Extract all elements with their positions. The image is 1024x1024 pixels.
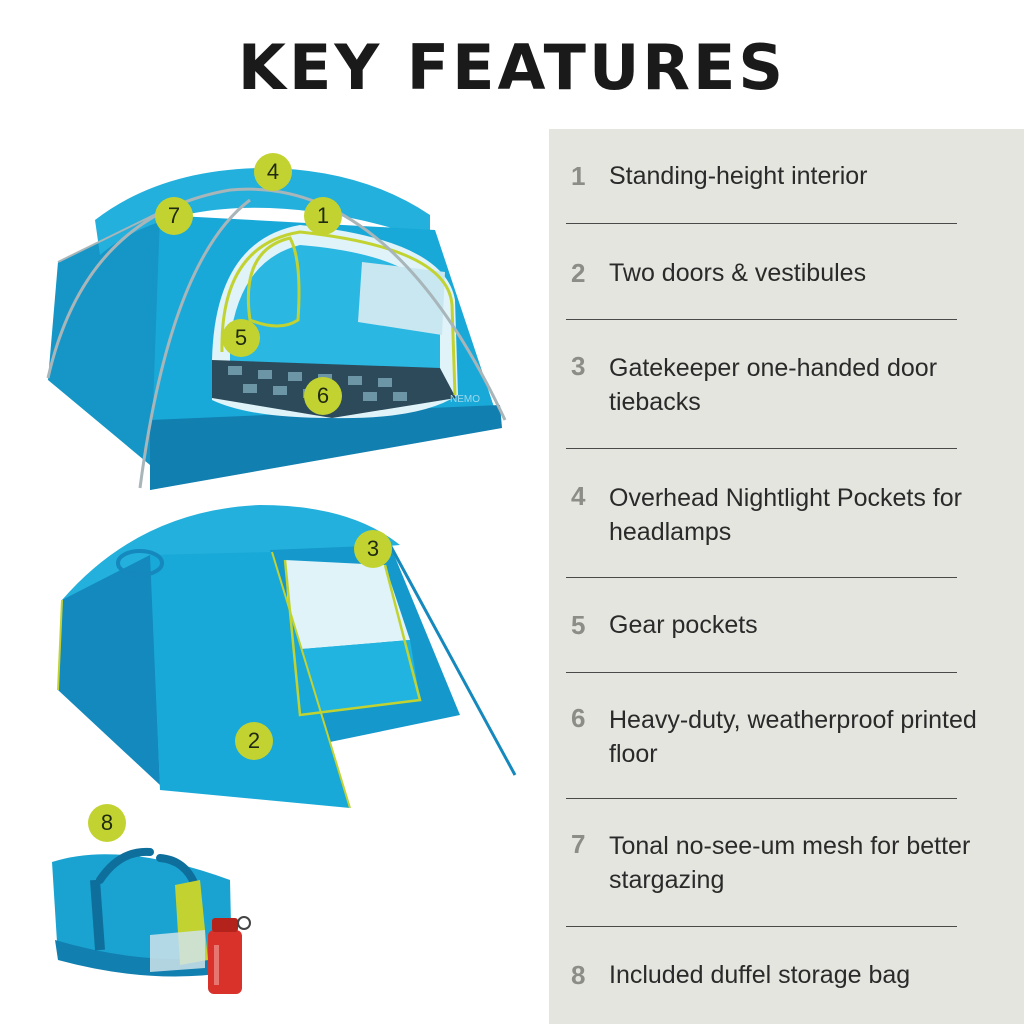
svg-text:NEMO: NEMO: [450, 394, 480, 405]
marker-2: 2: [235, 722, 273, 760]
marker-label: 4: [266, 159, 280, 184]
features-panel: 1 Standing-height interior 2 Two doors &…: [549, 129, 1024, 1024]
marker-label: 6: [316, 383, 330, 408]
marker-label: 5: [234, 325, 248, 350]
feature-item-6: 6 Heavy-duty, weatherproof printed floor: [549, 703, 1024, 771]
feature-item-7: 7 Tonal no-see-um mesh for better starga…: [549, 829, 1024, 897]
feature-number: 4: [571, 481, 586, 511]
feature-text: Two doors & vestibules: [609, 259, 867, 287]
feature-number: 6: [571, 703, 586, 733]
tent-interior-illustration: NEMO: [46, 168, 507, 490]
divider: [566, 448, 957, 449]
feature-item-2: 2 Two doors & vestibules: [549, 256, 1024, 290]
marker-8: 8: [88, 804, 126, 842]
marker-1: 1: [304, 197, 342, 235]
product-illustrations: NEMO: [46, 168, 517, 994]
marker-7: 7: [155, 197, 193, 235]
feature-item-1: 1 Standing-height interior: [549, 159, 1024, 193]
feature-number: 5: [571, 609, 586, 640]
feature-number: 2: [571, 257, 586, 288]
divider: [566, 798, 957, 799]
marker-label: 1: [316, 203, 330, 228]
marker-3: 3: [354, 530, 392, 568]
divider: [566, 672, 957, 673]
page-title: KEY FEATURES: [237, 31, 787, 104]
feature-text: Tonal no-see-um mesh for better stargazi…: [609, 832, 971, 894]
feature-text: Gatekeeper one-handed door tiebacks: [609, 354, 938, 416]
marker-label: 8: [100, 810, 114, 835]
feature-text: Gear pockets: [609, 611, 758, 639]
water-bottle-illustration: [208, 916, 251, 994]
feature-text: Standing-height interior: [609, 162, 868, 190]
tent-rainfly-illustration: [57, 505, 517, 809]
feature-number: 7: [571, 829, 586, 859]
feature-text: Overhead Nightlight Pockets for headlamp…: [609, 484, 962, 546]
feature-item-5: 5 Gear pockets: [549, 608, 1024, 642]
marker-label: 7: [167, 203, 181, 228]
marker-5: 5: [222, 319, 260, 357]
feature-number: 3: [571, 351, 586, 381]
feature-number: 1: [571, 160, 586, 191]
feature-text: Included duffel storage bag: [609, 961, 911, 989]
marker-6: 6: [304, 377, 342, 415]
marker-label: 2: [247, 728, 261, 753]
divider: [566, 319, 957, 320]
duffel-bag-illustration: [52, 847, 232, 977]
feature-text: Heavy-duty, weatherproof printed floor: [609, 706, 977, 768]
feature-item-4: 4 Overhead Nightlight Pockets for headla…: [549, 481, 1024, 549]
feature-item-8: 8 Included duffel storage bag: [549, 958, 1024, 992]
feature-number: 8: [571, 959, 586, 990]
divider: [566, 223, 957, 224]
divider: [566, 926, 957, 927]
marker-4: 4: [254, 153, 292, 191]
marker-label: 3: [366, 536, 380, 561]
divider: [566, 577, 957, 578]
feature-item-3: 3 Gatekeeper one-handed door tiebacks: [549, 351, 1024, 419]
